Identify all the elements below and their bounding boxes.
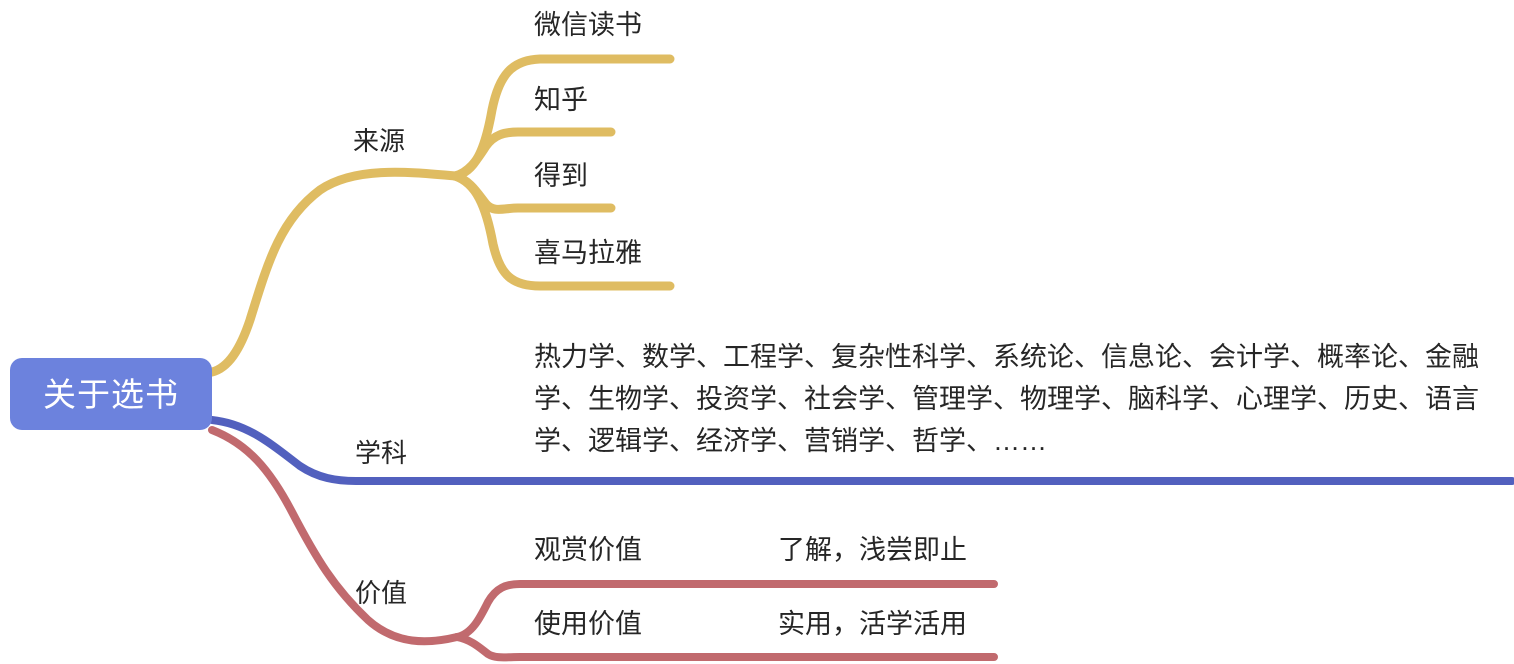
root-node-label: 关于选书 (43, 375, 179, 413)
leaf-label-zhihu[interactable]: 知乎 (534, 85, 588, 115)
branch-label-value[interactable]: 价值 (355, 578, 408, 608)
connector-root-to-source (207, 167, 460, 377)
leaf-detail-appreciation-value: 了解，浅尝即止 (778, 535, 967, 565)
leaf-label-weixin-dushu[interactable]: 微信读书 (534, 10, 642, 40)
leaf-label-utility-value[interactable]: 使用价值 (534, 609, 642, 639)
leaf-label-ximalaya[interactable]: 喜马拉雅 (534, 238, 642, 268)
connector-value-to-utility (453, 633, 998, 662)
connector-root-to-subject (208, 416, 1514, 485)
leaf-detail-utility-value: 实用，活学活用 (778, 609, 967, 639)
leaf-label-dedao[interactable]: 得到 (534, 161, 588, 191)
leaf-label-appreciation-value[interactable]: 观赏价值 (534, 535, 642, 565)
branch-label-subject[interactable]: 学科 (355, 438, 408, 468)
connector-root-to-value (208, 426, 461, 646)
connector-source-to-weixin (450, 54, 675, 181)
connector-source-to-ximalaya (450, 171, 675, 291)
branch-label-source[interactable]: 来源 (353, 126, 406, 156)
subject-disciplines-note: 热力学、数学、工程学、复杂性科学、系统论、信息论、会计学、概率论、金融学、生物学… (534, 342, 1479, 456)
connector-source-to-zhihu (450, 127, 616, 181)
connector-value-to-appreciation (453, 580, 998, 641)
root-node[interactable]: 关于选书 (10, 358, 212, 430)
